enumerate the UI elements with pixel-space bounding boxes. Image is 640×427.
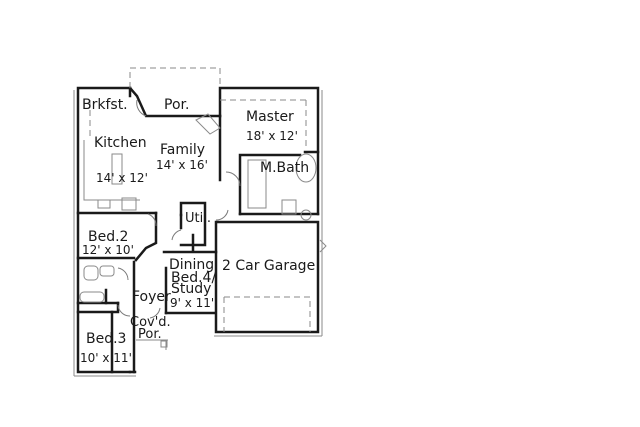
garage-door-outline	[224, 296, 311, 332]
covered-porch-label-2: Por.	[138, 327, 162, 342]
garage-wall	[214, 220, 320, 334]
garage-label: 2 Car Garage	[222, 258, 316, 274]
bed3-label: Bed.3	[86, 331, 127, 347]
master-bath-label: M.Bath	[260, 160, 310, 176]
dining-label: Dining	[169, 257, 215, 273]
kitchen-size: 14' x 12'	[96, 171, 148, 185]
study-label: Study	[171, 281, 212, 297]
family-size: 14' x 16'	[156, 158, 208, 172]
breakfast-label: Brkfst.	[82, 97, 128, 113]
bed3-size: 10' x 11'	[80, 351, 132, 365]
utility-wall	[179, 201, 207, 247]
utility-label: Util.	[185, 211, 211, 226]
dining-size: 9' x 11'	[170, 296, 215, 310]
master-label: Master	[246, 109, 294, 125]
outer-wall-left	[76, 86, 132, 374]
rear-porch-wall	[128, 86, 222, 118]
covered-porch-label-1: Cov'd.	[130, 315, 171, 330]
bed4-label: Bed.4/	[171, 270, 217, 286]
master-size: 18' x 12'	[246, 129, 298, 143]
foyer-label: Foyer	[132, 289, 171, 305]
rear-porch-label: Por.	[164, 97, 190, 113]
kitchen-label: Kitchen	[94, 135, 147, 151]
bed2-label: Bed.2	[88, 229, 129, 245]
family-label: Family	[160, 142, 206, 158]
master-outer-wall	[218, 86, 320, 216]
bed2-size: 12' x 10'	[82, 243, 134, 257]
porch-overhang	[129, 67, 221, 88]
